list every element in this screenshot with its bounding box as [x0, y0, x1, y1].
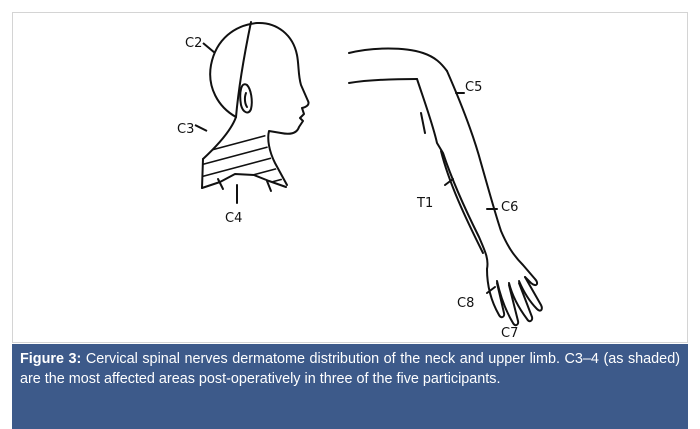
- c3-pointer: [195, 125, 207, 131]
- ear-inner: [245, 93, 247, 107]
- shoulder-top: [349, 49, 447, 72]
- shoulder-left: [202, 159, 203, 188]
- label-t1: T1: [416, 196, 433, 211]
- label-c8: C8: [457, 296, 474, 311]
- label-c4: C4: [225, 211, 242, 226]
- caption-label: Figure 3:: [20, 351, 81, 367]
- arm-outer-edge: [447, 71, 537, 285]
- label-c5: C5: [465, 80, 482, 95]
- c2-dividing-line: [236, 22, 251, 117]
- label-c3: C3: [177, 122, 194, 137]
- c2-pointer: [203, 43, 215, 53]
- label-c6: C6: [501, 200, 518, 215]
- shoulder-bottom: [349, 79, 417, 83]
- ear-outline: [240, 84, 252, 112]
- caption-text: Cervical spinal nerves dermatome distrib…: [20, 351, 680, 387]
- label-c7: C7: [501, 326, 518, 341]
- neck-front-line: [203, 117, 236, 159]
- forearm-line: [421, 113, 425, 133]
- figure-caption: Figure 3: Cervical spinal nerves dermato…: [12, 344, 688, 429]
- finger-1: [487, 269, 504, 317]
- dermatome-drawing: C2 C3 C4 C5 C6 T1 C8 C7: [13, 13, 689, 344]
- label-c2: C2: [185, 36, 202, 51]
- figure-panel: C2 C3 C4 C5 C6 T1 C8 C7: [12, 12, 688, 343]
- finger-2: [497, 281, 518, 325]
- upper-limb-figure: [349, 49, 542, 326]
